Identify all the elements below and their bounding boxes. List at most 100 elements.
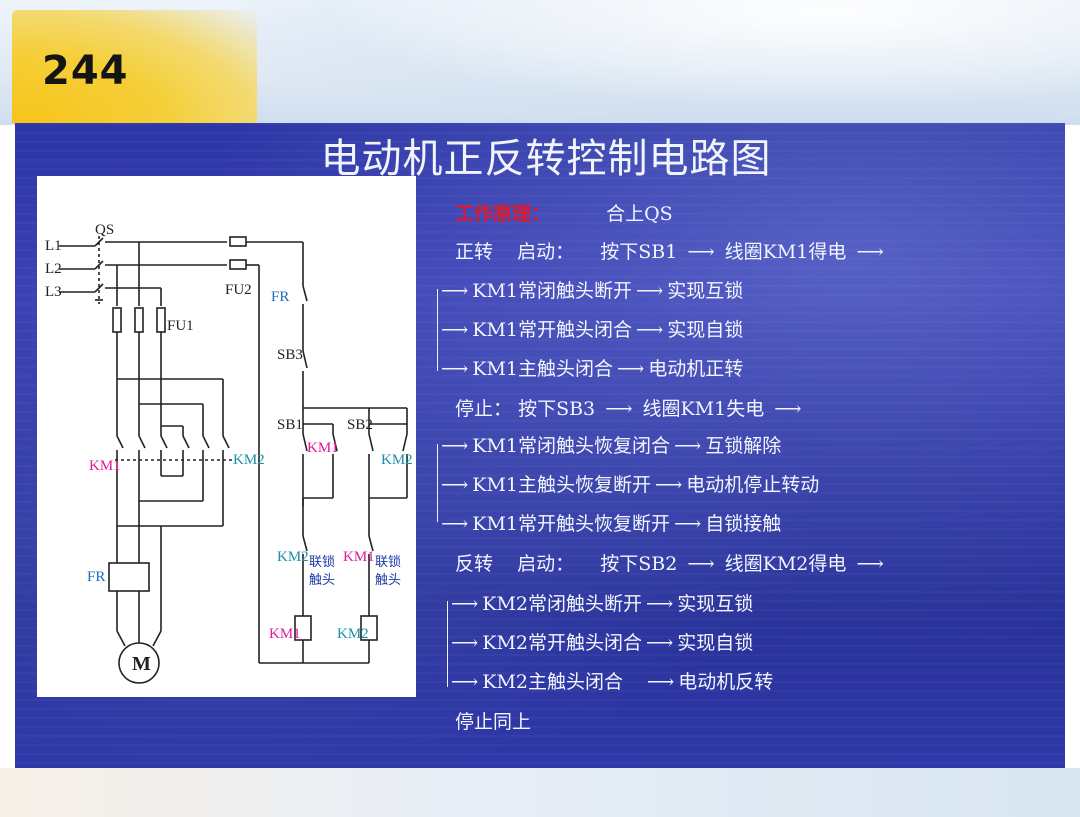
stop-label: 停止： [455,398,513,420]
reverse-result: 线圈KM2得电 [724,553,847,575]
label-fr-contact: FR [271,289,289,305]
label-km1-main: KM1 [89,458,121,474]
arrow-icon: ⟶ [605,398,633,420]
arrow-icon: ⟶ [441,435,469,457]
reverse-item-1: ⟶KM2常闭触头断开⟶实现互锁 [447,589,753,616]
arrow-icon: ⟶ [451,632,479,654]
forward-item-1-a: KM1常闭触头断开 [472,280,632,302]
forward-result: 线圈KM1得电 [724,241,847,263]
label-l2: L2 [45,261,62,277]
reverse-start: 启动： [517,553,575,575]
arrow-icon: ⟶ [856,241,884,263]
forward-item-3: ⟶KM1主触头闭合⟶电动机正转 [437,354,743,381]
page-number: 244 [42,48,129,94]
label-fu2: FU2 [225,282,252,298]
forward-start: 启动： [517,241,575,263]
reverse-item-2-a: KM2常开触头闭合 [482,632,642,654]
arrow-icon: ⟶ [774,398,802,420]
bottom-band [0,768,1080,817]
forward-item-1-b: 实现互锁 [667,280,744,302]
reverse-item-2: ⟶KM2常开触头闭合⟶实现自锁 [447,628,753,655]
forward-item-2-b: 实现自锁 [667,319,744,341]
arrow-icon: ⟶ [441,513,469,535]
label-interlock-4: 触头 [375,572,401,587]
slide-title: 电动机正反转控制电路图 [320,136,772,182]
label-interlock-3: 联锁 [375,554,401,569]
arrow-icon: ⟶ [687,241,715,263]
label-interlock-1: 联锁 [309,554,335,569]
reverse-label: 反转 [455,553,494,575]
forward-item-3-a: KM1主触头闭合 [472,358,613,380]
arrow-icon: ⟶ [646,593,674,615]
top-swoosh [240,0,1080,125]
arrow-icon: ⟶ [646,632,674,654]
label-km2-aux: KM2 [381,452,413,468]
label-fu1: FU1 [167,318,194,334]
forward-press: 按下SB1 [600,241,678,263]
reverse-item-3: ⟶KM2主触头闭合⟶电动机反转 [447,667,773,694]
circuit-diagram: L1 L2 L3 QS FU1 FU2 FR SB3 SB1 SB2 KM1 K… [37,176,416,697]
label-km1-aux: KM1 [307,440,339,456]
arrow-icon: ⟶ [441,319,469,341]
arrow-icon: ⟶ [636,319,664,341]
stop-item-2-b: 电动机停止转动 [686,474,820,496]
arrow-icon: ⟶ [617,358,645,380]
label-motor: M [132,653,151,675]
label-l1: L1 [45,238,62,254]
diagram-labels: L1 L2 L3 QS FU1 FU2 FR SB3 SB1 SB2 KM1 K… [45,222,413,675]
stop-item-3: ⟶KM1常开触头恢复断开⟶自锁接触 [437,509,781,536]
stop-press: 按下SB3 [518,398,596,420]
label-sb2: SB2 [347,417,373,433]
stop-item-1-a: KM1常闭触头恢复闭合 [472,435,670,457]
label-km2-coil: KM2 [337,626,369,642]
label-km1-coil: KM1 [269,626,301,642]
arrow-icon: ⟶ [636,280,664,302]
label-sb1: SB1 [277,417,303,433]
reverse-item-1-b: 实现互锁 [677,593,754,615]
arrow-icon: ⟶ [856,553,884,575]
principle-heading-line: 工作原理： 合上QS [455,199,673,226]
stop-item-2-a: KM1主触头恢复断开 [472,474,651,496]
forward-item-2: ⟶KM1常开触头闭合⟶实现自锁 [437,315,743,342]
label-sb3: SB3 [277,347,303,363]
arrow-icon: ⟶ [687,553,715,575]
reverse-item-2-b: 实现自锁 [677,632,754,654]
label-interlock-2: 触头 [309,572,335,587]
stop-item-3-b: 自锁接触 [705,513,782,535]
label-km2-main: KM2 [233,452,265,468]
step-close-qs: 合上QS [606,203,673,225]
reverse-press: 按下SB2 [600,553,678,575]
wiring [59,236,408,684]
label-l3: L3 [45,284,62,300]
arrow-icon: ⟶ [674,435,702,457]
label-km2-interlock: KM2 [277,549,309,565]
stop-bracket [437,444,438,522]
reverse-item-3-b: 电动机反转 [678,671,774,693]
stop-item-1: ⟶KM1常闭触头恢复闭合⟶互锁解除 [437,431,781,458]
label-qs: QS [95,222,114,238]
arrow-icon: ⟶ [451,671,479,693]
arrow-icon: ⟶ [674,513,702,535]
reverse-bracket [447,601,448,687]
arrow-icon: ⟶ [441,358,469,380]
arrow-icon: ⟶ [441,474,469,496]
arrow-icon: ⟶ [451,593,479,615]
forward-bracket [437,289,438,371]
forward-item-1: ⟶KM1常闭触头断开⟶实现互锁 [437,276,743,303]
forward-item-2-a: KM1常开触头闭合 [472,319,632,341]
forward-start-line: 正转 启动： 按下SB1 ⟶ 线圈KM1得电 ⟶ [455,237,888,264]
arrow-icon: ⟶ [441,280,469,302]
stop-line: 停止： 按下SB3 ⟶ 线圈KM1失电 ⟶ [455,394,806,421]
label-km1-interlock: KM1 [343,549,375,565]
circuit-svg: L1 L2 L3 QS FU1 FU2 FR SB3 SB1 SB2 KM1 K… [45,222,413,684]
principle-heading: 工作原理： [455,203,551,225]
reverse-item-3-a: KM2主触头闭合 [482,671,623,693]
corner-decoration [12,10,257,123]
forward-label: 正转 [455,241,494,263]
arrow-icon: ⟶ [647,671,675,693]
stop-item-3-a: KM1常开触头恢复断开 [472,513,670,535]
label-fr-heater: FR [87,569,105,585]
stop-item-2: ⟶KM1主触头恢复断开⟶电动机停止转动 [437,470,819,497]
stop-result: 线圈KM1失电 [642,398,765,420]
